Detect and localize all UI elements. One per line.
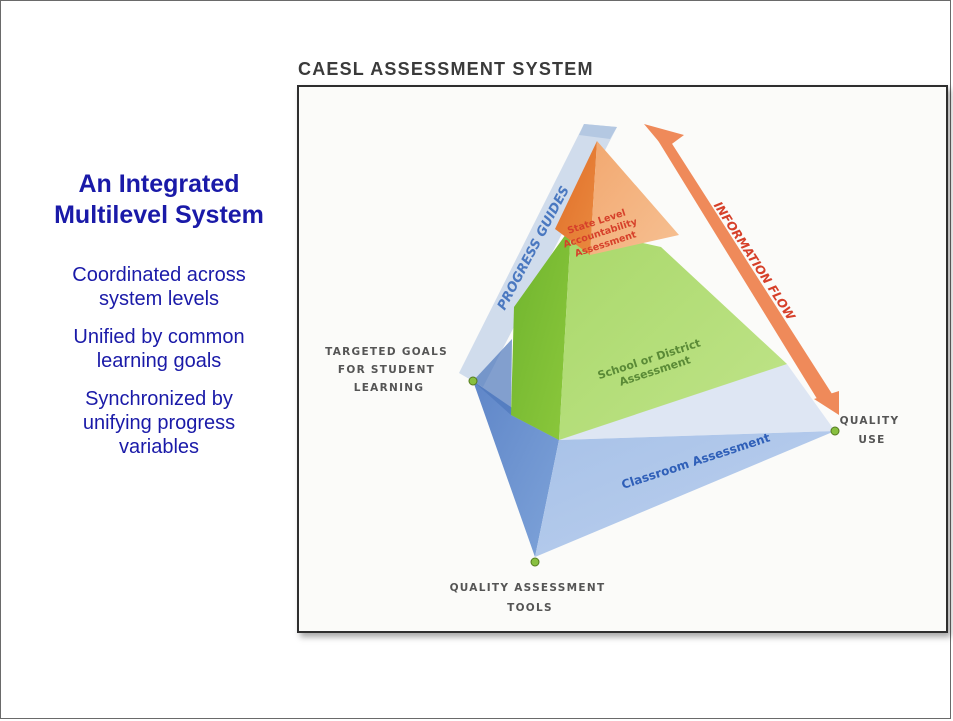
bullet-line: Unified by common	[73, 326, 245, 348]
corner-dot-bottom	[530, 557, 540, 567]
bullet-unified: Unified by common learning goals	[21, 325, 297, 373]
corner-dot-right	[830, 426, 840, 436]
quality-use-label: QUALITY USE	[840, 415, 905, 446]
pyramid-figure: State Level Accountability Assessment Sc…	[297, 85, 948, 633]
figure-title: CAESL ASSESSMENT SYSTEM	[298, 59, 594, 79]
slide-heading: An Integrated Multilevel System	[21, 169, 297, 231]
information-flow-label: INFORMATION FLOW	[711, 199, 798, 323]
bullet-synchronized: Synchronized by unifying progress variab…	[21, 387, 297, 459]
bullet-line: learning goals	[96, 350, 222, 372]
bullet-line: Synchronized by	[85, 388, 233, 410]
targeted-goals-label: TARGETED GOALS FOR STUDENT LEARNING	[325, 346, 453, 394]
school-district-level	[511, 227, 787, 440]
information-flow-arrow	[644, 124, 839, 415]
bullet-line: unifying progress	[82, 412, 236, 434]
state-level	[555, 141, 679, 255]
bullet-line: system levels	[98, 288, 220, 310]
corner-dot-left	[468, 376, 478, 386]
pyramid-diagram: State Level Accountability Assessment Sc…	[325, 124, 905, 614]
bullet-line: Coordinated across	[72, 264, 246, 286]
quality-tools-label: QUALITY ASSESSMENT TOOLS	[450, 582, 611, 614]
bullet-list: Coordinated across system levels Unified…	[21, 263, 297, 473]
heading-line-2: Multilevel System	[54, 201, 264, 229]
heading-line-1: An Integrated	[78, 170, 240, 198]
bullet-coordinated: Coordinated across system levels	[21, 263, 297, 311]
bullet-line: variables	[118, 436, 200, 458]
